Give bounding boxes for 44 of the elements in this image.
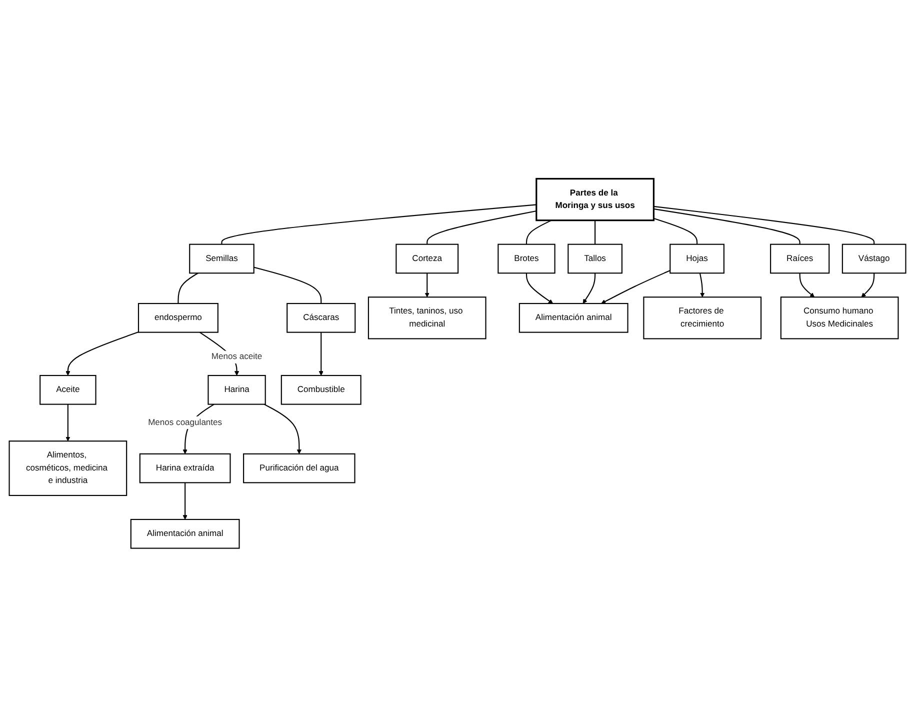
connector <box>654 218 698 244</box>
arrow <box>861 273 875 298</box>
node-box: Harina <box>208 374 266 405</box>
node-box: Purificación del agua <box>243 453 356 484</box>
arrow <box>264 404 302 454</box>
node-box: Combustible <box>280 374 362 405</box>
node-box: Semillas <box>189 244 254 274</box>
edge-label: Menos coagulantes <box>148 418 222 427</box>
edge-label: Menos aceite <box>211 352 262 362</box>
arrow <box>526 273 554 304</box>
node-box: Hojas <box>670 244 724 274</box>
connector <box>254 266 322 304</box>
node-box: Alimentación animal <box>518 302 628 333</box>
arrow <box>799 273 815 298</box>
node-box: Alimentos, cosméticos, medicina e industria <box>8 440 128 496</box>
connector <box>654 208 800 244</box>
connector <box>654 206 875 244</box>
arrow <box>601 270 670 304</box>
connector <box>594 220 596 244</box>
node-box: Corteza <box>396 244 459 274</box>
node-box: Aceite <box>40 374 96 405</box>
node-box: Tintes, taninos, uso medicinal <box>368 296 486 340</box>
node-box: Tallos <box>568 244 622 274</box>
arrow <box>66 332 139 376</box>
arrow <box>582 273 596 304</box>
arrow <box>182 482 188 520</box>
arrow <box>699 273 705 298</box>
node-box: endospermo <box>138 302 218 333</box>
node-box: Raíces <box>770 244 830 274</box>
node-box: Consumo humano Usos Medicinales <box>780 296 899 340</box>
node-box: Brotes <box>498 244 556 274</box>
arrow <box>318 332 324 376</box>
connector <box>426 210 536 244</box>
arrow <box>66 404 70 442</box>
node-box: Harina extraída <box>139 453 231 484</box>
connector <box>526 220 552 244</box>
node-box: Vástago <box>842 244 906 274</box>
node-box: Alimentación animal <box>130 518 240 549</box>
connector <box>178 272 198 304</box>
node-box: Partes de la Moringa y sus usos <box>536 178 654 222</box>
node-box: Factores de crecimiento <box>643 296 762 340</box>
arrow <box>424 273 430 298</box>
node-box: Cáscaras <box>286 302 356 333</box>
connector <box>221 204 536 244</box>
